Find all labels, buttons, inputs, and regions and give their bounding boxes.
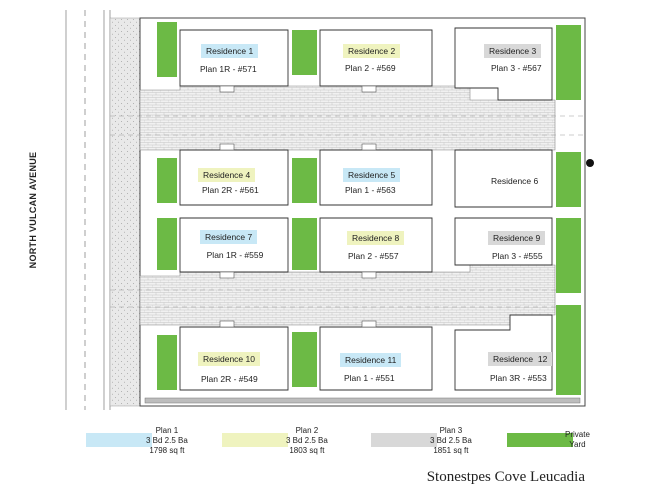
utility-lines xyxy=(110,115,585,308)
legend-swatch-plan2 xyxy=(222,433,288,447)
plan-label-12: Plan 3R - #553 xyxy=(490,373,547,383)
drive-aisle-south xyxy=(139,264,556,326)
site-boundary xyxy=(139,17,586,407)
residence-label-9: Residence 9 xyxy=(488,231,546,245)
residence-label-2: Residence 2 xyxy=(343,44,401,58)
residence-label-11: Residence 11 xyxy=(340,353,402,367)
project-title: Stonestpes Cove Leucadia xyxy=(426,469,585,485)
legend-swatch-plan1 xyxy=(86,433,152,447)
residence-label-7: Residence 7 xyxy=(200,230,258,244)
plan-label-3: Plan 3 - #567 xyxy=(491,63,542,73)
drive-aisle-north xyxy=(139,85,556,151)
survey-point-marker xyxy=(586,159,594,167)
residence-label-3: Residence 3 xyxy=(484,44,542,58)
residence-label-6: Residence 6 xyxy=(491,176,539,186)
residence-label-8: Residence 8 xyxy=(347,231,405,245)
street-name: NORTH VULCAN AVENUE xyxy=(28,151,38,269)
plan-label-2: Plan 2 - #569 xyxy=(345,63,396,73)
plan-label-1: Plan 1R - #571 xyxy=(200,64,257,74)
plan-label-11: Plan 1 - #551 xyxy=(344,373,395,383)
street-lines xyxy=(65,10,111,410)
legend-text-yard: Private Yard xyxy=(565,430,590,449)
legend-swatch-yard xyxy=(507,433,573,447)
legend-text-plan1: Plan 1 3 Bd 2.5 Ba 1798 sq ft xyxy=(146,426,188,455)
residence-label-10: Residence 10 xyxy=(198,352,260,366)
plan-label-10: Plan 2R - #549 xyxy=(201,374,258,384)
legend-text-plan3: Plan 3 3 Bd 2.5 Ba 1851 sq ft xyxy=(430,426,472,455)
plan-label-5: Plan 1 - #563 xyxy=(345,185,396,195)
plan-label-9: Plan 3 - #555 xyxy=(492,251,543,261)
residence-label-5: Residence 5 xyxy=(343,168,401,182)
south-wall xyxy=(144,397,581,404)
residence-label-1: Residence 1 xyxy=(201,44,259,58)
plan-label-8: Plan 2 - #557 xyxy=(348,251,399,261)
plan-label-4: Plan 2R - #561 xyxy=(202,185,259,195)
residence-label-4: Residence 4 xyxy=(198,168,256,182)
porch-details xyxy=(219,85,377,328)
private-yards xyxy=(157,22,581,395)
legend-text-plan2: Plan 2 3 Bd 2.5 Ba 1803 sq ft xyxy=(286,426,328,455)
building-footprints xyxy=(179,27,553,391)
residence-label-12: Residence 12 xyxy=(488,352,553,366)
legend-swatch-plan3 xyxy=(371,433,437,447)
sidewalk-strip xyxy=(109,17,141,407)
plan-label-7: Plan 1R - #559 xyxy=(206,250,264,260)
